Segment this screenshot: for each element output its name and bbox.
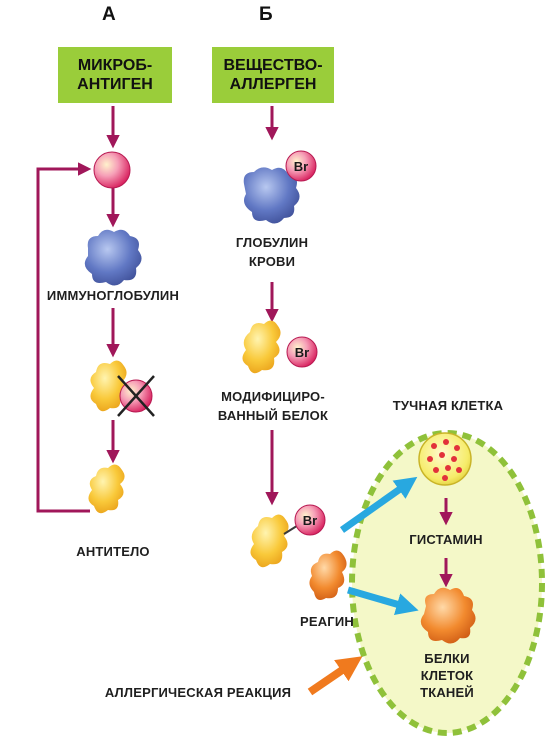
br-text-reagin: Br (303, 513, 317, 528)
substance-allergen-line2: АЛЛЕРГЕН (229, 76, 317, 93)
br-text-globulin: Br (294, 159, 308, 174)
column-a-header: А (102, 4, 116, 25)
globulin-label-line2: КРОВИ (248, 254, 296, 269)
br-text-modified: Br (295, 345, 309, 360)
antibody-label: АНТИТЕЛО (76, 544, 150, 559)
modified-protein-label-line2: ВАННЫЙ БЕЛОК (217, 408, 329, 423)
br-badge-reagin (294, 504, 326, 536)
br-badge-globulin (285, 150, 317, 182)
reagin-label: РЕАГИН (299, 614, 355, 629)
histamine-granules (427, 439, 462, 481)
column-b-header: Б (259, 4, 273, 25)
microbe-antigen-line2: АНТИГЕН (77, 76, 153, 93)
immunoglobulin-label: ИММУНОГЛОБУЛИН (46, 288, 180, 303)
br-badge-modified (286, 336, 318, 368)
globulin-label-line1: ГЛОБУЛИН (235, 235, 309, 250)
microbe-antigen-line1: МИКРОБ- (77, 57, 153, 74)
modified-protein-label-line1: МОДИФИЦИРО- (221, 389, 325, 404)
modified-protein-label: МОДИФИЦИРО- ВАННЫЙ БЕЛОК (212, 388, 334, 424)
feedback-loop-arrow (36, 162, 92, 513)
tissue-proteins-label-line2: КЛЕТОК (420, 668, 474, 683)
reagin-orange-blob (309, 550, 347, 600)
modified-protein-blob (242, 320, 281, 374)
tissue-proteins-label-line3: ТКАНЕЙ (420, 685, 474, 700)
substance-allergen-box: ВЕЩЕСТВО- АЛЛЕРГЕН (212, 47, 334, 103)
immunoglobulin-blob (84, 229, 142, 286)
orange-arrow-allergic-reaction (307, 656, 363, 696)
globulin-blob (243, 167, 300, 224)
histamine-label: ГИСТАМИН (409, 532, 483, 547)
tissue-proteins-blob (420, 587, 476, 644)
tissue-proteins-label-line1: БЕЛКИ (424, 651, 470, 666)
globulin-label: ГЛОБУЛИН КРОВИ (222, 234, 322, 270)
antigen-cell (93, 151, 131, 189)
antibody-complex-blob (90, 360, 127, 412)
substance-allergen-line1: ВЕЩЕСТВО- (223, 57, 323, 74)
microbe-antigen-box: МИКРОБ- АНТИГЕН (58, 47, 172, 103)
tissue-proteins-label: БЕЛКИ КЛЕТОК ТКАНЕЙ (404, 650, 490, 701)
mast-cell-label: ТУЧНАЯ КЛЕТКА (392, 398, 504, 413)
antibody-blob (88, 464, 125, 514)
blue-arrow-to-mast-cell (339, 476, 418, 533)
blue-arrow-to-proteins (347, 586, 419, 616)
reagin-complex-yellow-blob (250, 514, 289, 568)
cross-mark-2 (117, 375, 155, 417)
allergic-reaction-label: АЛЛЕРГИЧЕСКАЯ РЕАКЦИЯ (104, 685, 292, 700)
